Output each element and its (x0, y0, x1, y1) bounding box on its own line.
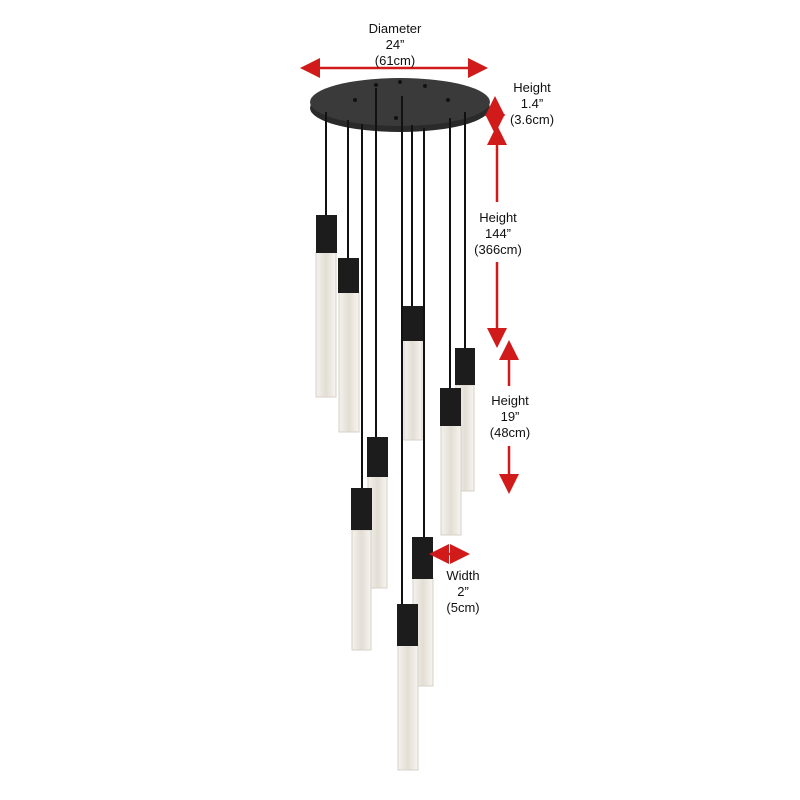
pendant-width-imperial: 2” (457, 584, 469, 599)
diameter-label: Diameter 24” (61cm) (355, 21, 435, 69)
overall-height-imperial: 144” (484, 226, 512, 241)
diameter-imperial: 24” (385, 37, 405, 52)
canopy-height-title: Height (513, 80, 551, 95)
pendant-width-title: Width (446, 568, 480, 583)
pendants (315, 215, 475, 771)
diameter-title: Diameter (368, 21, 422, 36)
dimension-arrows (300, 58, 519, 564)
pendant-height-imperial: 19” (500, 409, 520, 424)
overall-height-metric: (366cm) (474, 242, 522, 257)
diameter-metric: (61cm) (374, 53, 416, 68)
canopy-height-label: Height 1.4” (3.6cm) (501, 80, 563, 128)
pendant-width-metric: (5cm) (446, 600, 480, 615)
overall-height-title: Height (479, 210, 517, 225)
cords (325, 88, 466, 604)
canopy-height-imperial: 1.4” (520, 96, 544, 111)
canopy (310, 78, 490, 132)
canopy-height-metric: (3.6cm) (509, 112, 555, 127)
pendant-height-metric: (48cm) (489, 425, 531, 440)
pendant-width-label: Width 2” (5cm) (435, 568, 491, 616)
pendant-height-label: Height 19” (48cm) (480, 393, 540, 441)
pendant-height-title: Height (491, 393, 529, 408)
overall-height-label: Height 144” (366cm) (466, 210, 530, 258)
